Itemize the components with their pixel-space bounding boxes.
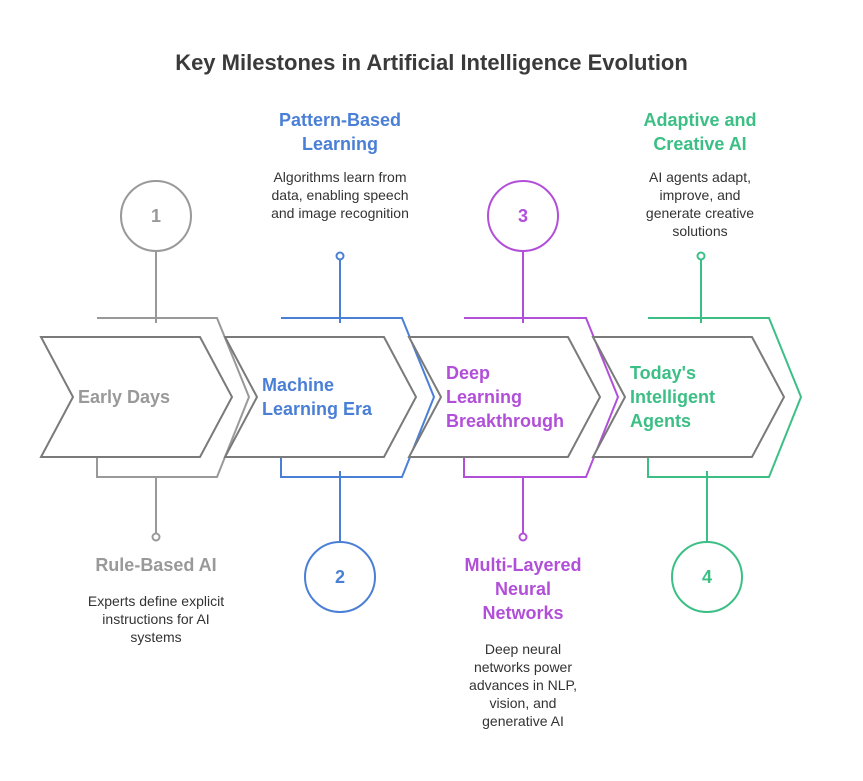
stage-4-label-line: Agents [630,411,692,431]
stage-2-chevron [223,336,418,458]
stage-4-description: AI agents adapt, improve, and generate c… [645,169,755,239]
stage-1-description: Experts define explicit instructions for… [87,593,225,645]
stage-2-description: Algorithms learn from data, enabling spe… [271,169,409,221]
stage-2-label-line: Machine [262,375,335,395]
stage-1-back-chevron [96,317,251,478]
stage-4-anchor-dot [696,251,706,261]
stage-4-back-chevron [647,317,803,478]
stage-3-back-chevron [463,317,620,478]
stage-4-label-line: Today's [630,363,696,383]
stage-1-label-line: Early Days [78,387,171,407]
stage-2-label-line: Learning Era [262,399,373,419]
stage-1-label: Early Days [78,385,170,409]
stage-3-label-line: Breakthrough [446,411,565,431]
stage-4-number: 4 [701,567,712,587]
stage-3-description: Deep neural networks power advances in N… [469,641,577,729]
stage-1-heading: Rule-Based AI [95,555,217,575]
diagram-title: Key Milestones in Artificial Intelligenc… [175,50,688,75]
stage-2-heading: Pattern-Based Learning [278,110,402,154]
stage-3-chevron [407,336,602,458]
stage-3-anchor-dot [518,532,528,542]
stage-3-label-line: Learning [446,387,523,407]
stage-3-number: 3 [517,206,528,226]
stage-3-heading: Multi-Layered Neural Networks [464,555,582,623]
stage-2-number: 2 [334,567,345,587]
stage-2-label: Machine Learning Era [262,373,372,421]
stage-4-label: Today's Intelligent Agents [630,361,715,433]
stage-2-back-chevron [280,317,436,478]
stage-3-label-line: Deep [446,363,491,383]
stage-4-chevron [591,336,786,458]
stage-4-label-line: Intelligent [630,387,715,407]
stage-4-number-circle [671,541,743,613]
stage-3-label: Deep Learning Breakthrough [446,361,564,433]
stage-1-anchor-dot [151,532,161,542]
stage-1-chevron [39,336,234,458]
stage-2-number-circle [304,541,376,613]
stage-2-anchor-dot [335,251,345,261]
stage-4-heading: Adaptive and Creative AI [643,110,757,154]
stage-1-number: 1 [150,206,161,226]
